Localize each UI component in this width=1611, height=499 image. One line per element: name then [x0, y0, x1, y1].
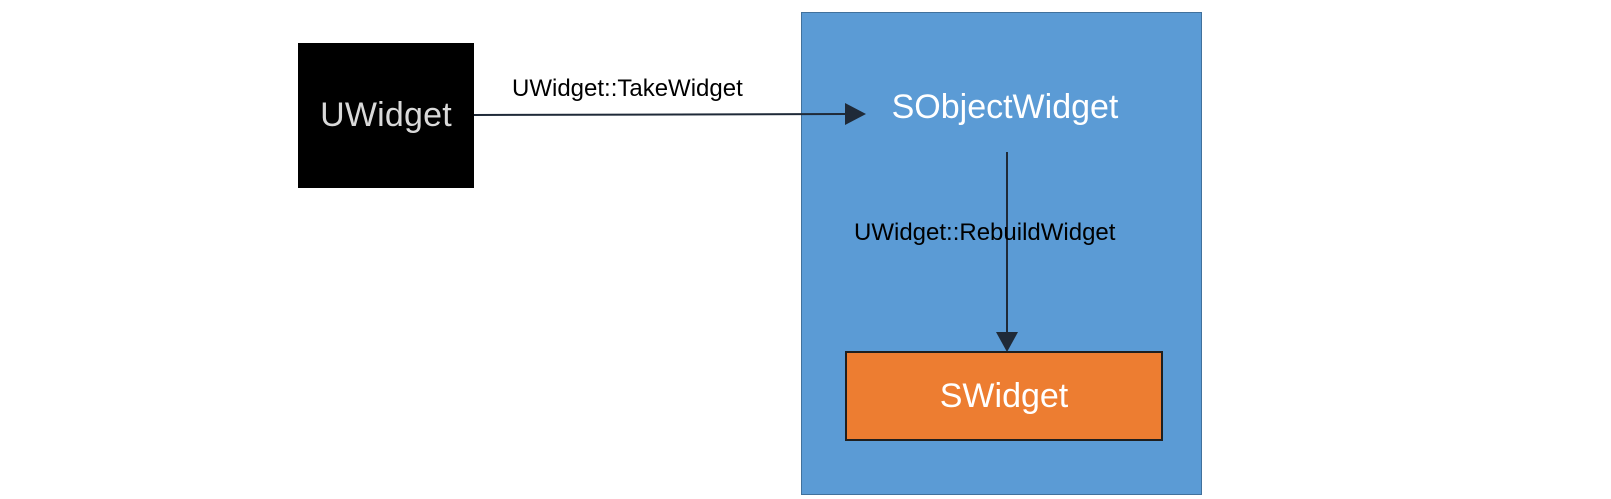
uwidget-label: UWidget [320, 96, 452, 134]
swidget-label: SWidget [939, 376, 1069, 415]
take-widget-edge-label: UWidget::TakeWidget [512, 75, 743, 102]
swidget-node: SWidget [845, 351, 1163, 441]
take-widget-arrow-line [473, 113, 847, 116]
sobjectwidget-label: SObjectWidget [891, 88, 1119, 126]
rebuild-widget-edge-label: UWidget::RebuildWidget [854, 219, 1116, 246]
uwidget-node: UWidget [298, 43, 474, 188]
